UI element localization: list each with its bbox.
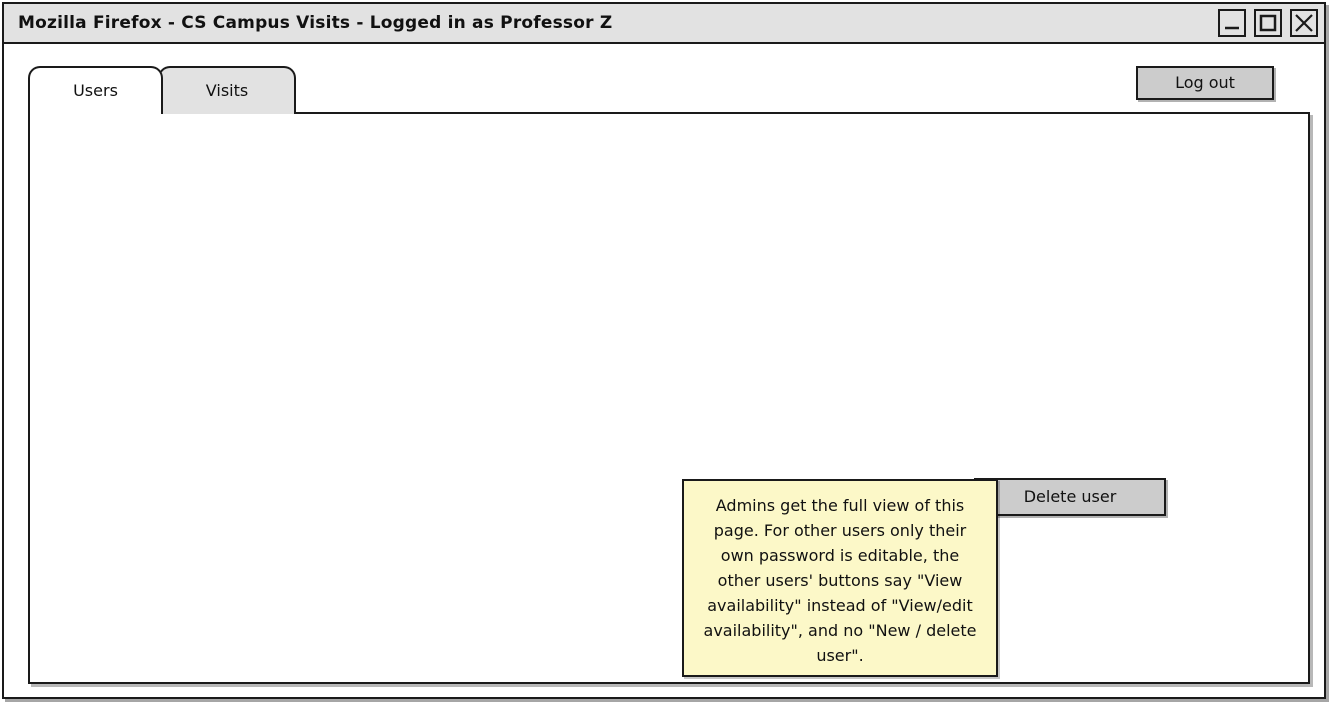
close-button[interactable] — [1290, 9, 1318, 37]
tab-visits[interactable]: Visits — [158, 66, 296, 114]
minimize-button[interactable] — [1218, 9, 1246, 37]
tab-strip: Visits Users — [28, 66, 1310, 114]
window-title: Mozilla Firefox - CS Campus Visits - Log… — [18, 13, 613, 33]
minimize-icon — [1220, 11, 1244, 35]
logout-button[interactable]: Log out — [1136, 66, 1274, 100]
maximize-icon — [1256, 11, 1280, 35]
sticky-note: Admins get the full view of this page. F… — [682, 479, 998, 677]
tab-users[interactable]: Users — [28, 66, 163, 114]
close-icon — [1292, 11, 1316, 35]
maximize-button[interactable] — [1254, 9, 1282, 37]
title-bar: Mozilla Firefox - CS Campus Visits - Log… — [4, 4, 1324, 44]
users-panel — [28, 112, 1310, 684]
delete-user-button[interactable]: Delete user — [974, 478, 1166, 516]
active-tab-merge — [30, 110, 161, 116]
